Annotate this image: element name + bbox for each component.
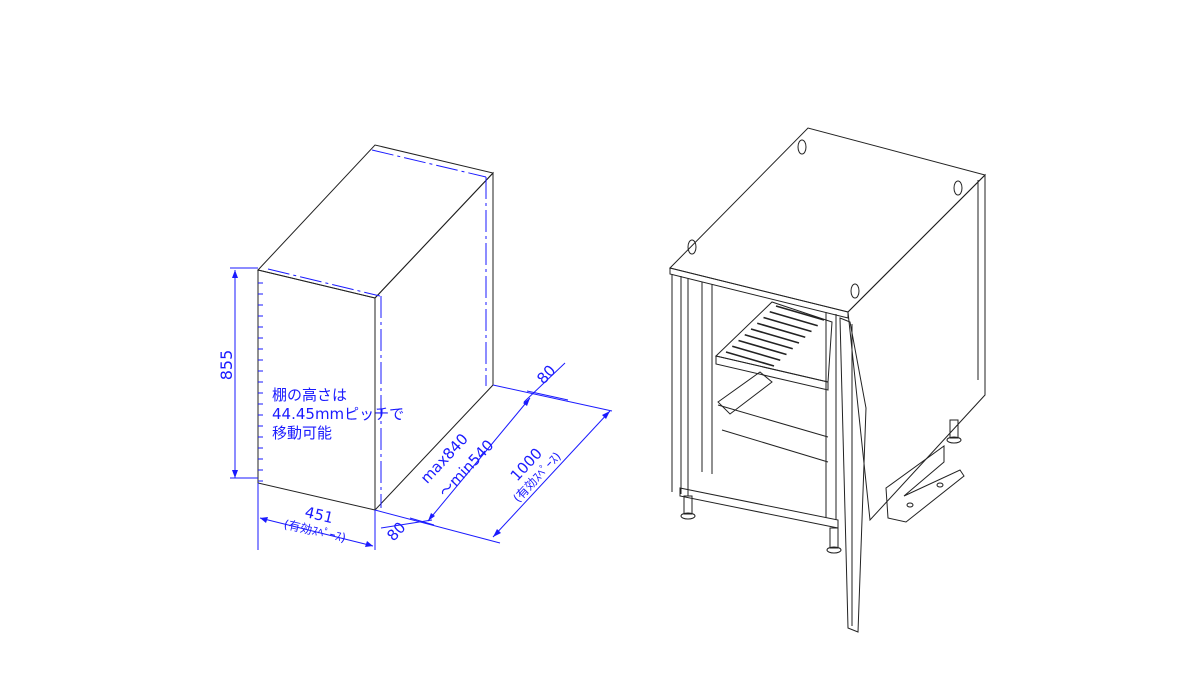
- eyebolt-icon: [797, 139, 807, 155]
- note-line-2: 44.45mmピッチで: [272, 405, 404, 423]
- shelf-slot: [769, 310, 818, 327]
- width-dimension: 451 (有効ｽﾍﾟｰｽ): [257, 483, 376, 550]
- width-value: 451: [303, 503, 335, 527]
- rear-offset-value: 80: [533, 361, 559, 387]
- eyebolt-icon: [687, 239, 697, 255]
- foot-icon: [829, 527, 839, 549]
- shelf-slot: [750, 328, 800, 344]
- height-dimension: 855: [217, 267, 263, 482]
- box-top-face: [257, 144, 494, 299]
- front-door: [839, 317, 867, 633]
- shelf-slot: [732, 345, 781, 362]
- shelf-slot: [763, 316, 812, 333]
- eyebolt-icon: [953, 180, 963, 196]
- rack-cabinet-illustration: [669, 127, 986, 633]
- depth-dimensions: 80 80 max840 ～min540 1000 (有効ｽﾍﾟｰｽ): [374, 361, 613, 545]
- shelf: [714, 301, 833, 383]
- shelf-slots: [725, 305, 825, 367]
- foot-icon: [683, 495, 693, 515]
- shelf-slot: [744, 333, 793, 350]
- u-pitch-ticks: [258, 282, 263, 482]
- shelf-slot: [775, 305, 825, 321]
- rear-top-centerline: [371, 149, 487, 178]
- cabinet-side-panel: [847, 173, 986, 522]
- eyebolt-icon: [850, 283, 860, 299]
- inner-bracket: [717, 371, 773, 415]
- shelf-note: 棚の高さは 44.45mmピッチで 移動可能: [272, 386, 404, 442]
- cabinet-bottom-frame: [679, 487, 839, 529]
- stabilizer-bracket: [885, 445, 965, 523]
- note-line-3: 移動可能: [272, 424, 332, 442]
- shelf-slot: [757, 322, 806, 339]
- front-top-centerline: [267, 268, 381, 297]
- shelf-slot: [738, 339, 787, 356]
- foot-icon: [949, 419, 959, 439]
- height-value: 855: [217, 350, 236, 381]
- front-offset-value: 80: [383, 518, 409, 544]
- cabinet-top: [669, 127, 986, 313]
- shelf-slot: [725, 351, 775, 367]
- note-line-1: 棚の高さは: [272, 386, 347, 404]
